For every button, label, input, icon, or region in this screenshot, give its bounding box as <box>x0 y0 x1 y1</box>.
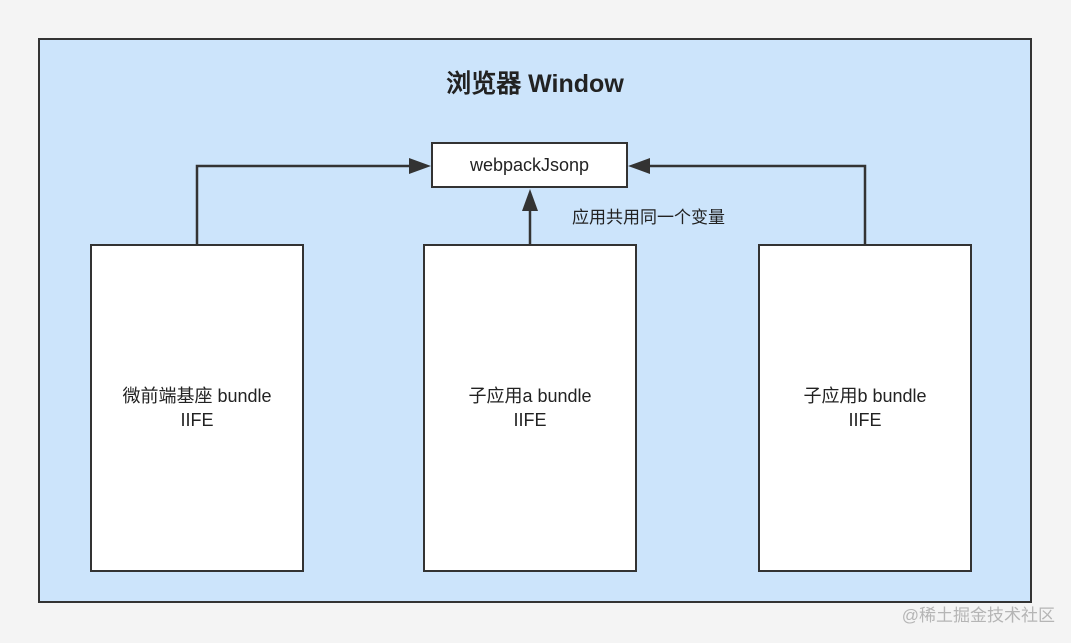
arrowhead-b <box>628 158 650 174</box>
watermark-text: @稀土掘金技术社区 <box>901 606 1055 625</box>
app-b-bundle-format: IIFE <box>848 410 882 430</box>
shared-variable-note: 应用共用同一个变量 <box>572 208 725 227</box>
arrowhead-a <box>522 189 538 211</box>
app-a-bundle-node: 子应用a bundle IIFE <box>423 244 637 572</box>
connector-base-to-jsonp <box>195 164 415 244</box>
browser-window-title: 浏览器 Window <box>446 70 624 98</box>
webpack-jsonp-label: webpackJsonp <box>469 154 590 175</box>
app-b-bundle-node: 子应用b bundle IIFE <box>758 244 972 572</box>
base-bundle-format: IIFE <box>180 410 214 430</box>
app-a-bundle-name: 子应用a bundle <box>468 386 592 406</box>
webpack-jsonp-node: webpackJsonp <box>431 142 628 188</box>
base-bundle-name: 微前端基座 bundle <box>122 386 272 406</box>
app-a-bundle-format: IIFE <box>513 410 547 430</box>
connector-b-to-jsonp <box>644 164 867 244</box>
app-b-bundle-name: 子应用b bundle <box>803 386 927 406</box>
base-bundle-node: 微前端基座 bundle IIFE <box>90 244 304 572</box>
arrowhead-base <box>409 158 431 174</box>
